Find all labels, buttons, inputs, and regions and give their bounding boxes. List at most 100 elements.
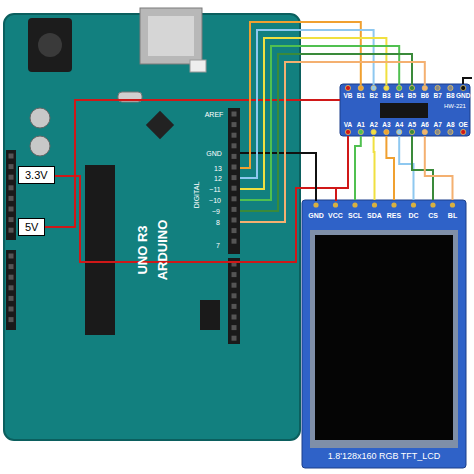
pin-label: A8	[446, 122, 454, 129]
header-hole	[9, 317, 14, 322]
pin-label: VB	[343, 93, 352, 100]
pin-pad	[345, 129, 350, 134]
header-hole	[232, 133, 237, 138]
signal-wire	[240, 62, 425, 222]
pin-label: DC	[408, 212, 418, 219]
header-holes	[9, 112, 237, 341]
pin-pad	[430, 202, 435, 207]
board-label: AREF	[205, 111, 224, 118]
header-hole	[9, 196, 14, 201]
module-label: HW-221	[444, 103, 466, 110]
board-label: 12	[214, 175, 222, 182]
capacitor	[30, 136, 50, 156]
header-hole	[232, 336, 237, 341]
capacitor	[30, 108, 50, 128]
voltage-box: 3.3V	[18, 166, 55, 184]
board-label: ARDUINO	[156, 220, 169, 281]
pin-pad	[371, 85, 376, 90]
pin-label: CS	[428, 212, 438, 219]
pin-pad	[461, 129, 466, 134]
header-hole	[232, 196, 237, 201]
wire-3v3	[40, 176, 336, 262]
signal-wire	[240, 38, 386, 189]
header-hole	[9, 217, 14, 222]
pin-pad	[345, 85, 350, 90]
pin-pad	[384, 129, 389, 134]
pin-label: B2	[369, 93, 377, 100]
header-hole	[9, 254, 14, 259]
pin-pad	[352, 202, 357, 207]
pin-label: A2	[369, 122, 377, 129]
signal-wire	[373, 136, 376, 200]
pin-pad	[411, 202, 416, 207]
header-hole	[9, 307, 14, 312]
pin-label: GND	[308, 212, 324, 219]
pin-pad	[371, 129, 376, 134]
header-hole	[232, 325, 237, 330]
lcd-screen	[315, 235, 453, 440]
pin-label: GND	[456, 93, 470, 100]
board-label: GND	[206, 150, 222, 157]
signal-wire	[240, 46, 399, 200]
voltage-label: 3.3V	[25, 169, 48, 181]
pin-pad	[409, 85, 414, 90]
header-hole	[232, 283, 237, 288]
header-hole	[232, 207, 237, 212]
board-label: 8	[216, 219, 220, 226]
screen-bezel	[310, 230, 458, 448]
voltage-label: 5V	[25, 221, 38, 233]
header-hole	[9, 296, 14, 301]
usb-chip	[146, 111, 174, 139]
shifter-chip	[380, 103, 428, 118]
pin-label: A7	[433, 122, 441, 129]
pin-pad	[358, 85, 363, 90]
pin-pad	[435, 85, 440, 90]
jack-hole	[38, 33, 62, 57]
icsp-header	[200, 300, 220, 330]
header-hole	[232, 186, 237, 191]
signal-wire	[412, 136, 433, 200]
pin-pad	[422, 129, 427, 134]
header-hole	[9, 275, 14, 280]
header-hole	[9, 175, 14, 180]
signal-wire	[355, 136, 361, 200]
pin-pad	[422, 85, 427, 90]
wires	[40, 22, 472, 262]
pin-label: B5	[408, 93, 416, 100]
usb-connector	[140, 8, 202, 64]
pin-pad	[435, 129, 440, 134]
pin-pad	[448, 85, 453, 90]
pin-pad	[448, 129, 453, 134]
header-hole	[232, 315, 237, 320]
pin-label: B3	[382, 93, 390, 100]
header-hole	[232, 122, 237, 127]
pin-label: VCC	[328, 212, 343, 219]
pin-label: B6	[421, 93, 429, 100]
header-hole	[9, 164, 14, 169]
tft-pcb	[302, 200, 466, 468]
header-hole	[9, 285, 14, 290]
board-label: ~10	[209, 197, 221, 204]
header-hole	[9, 264, 14, 269]
shifter-pcb	[340, 84, 470, 136]
header-hole	[232, 239, 237, 244]
pin-label: A6	[421, 122, 429, 129]
header-hole	[9, 207, 14, 212]
header-hole	[232, 112, 237, 117]
signal-wire	[240, 54, 412, 211]
pin-pad	[461, 85, 466, 90]
board-label: ~11	[209, 186, 220, 193]
header-hole	[232, 165, 237, 170]
signal-wire	[240, 30, 374, 178]
header-hole	[9, 185, 14, 190]
header-hole	[232, 293, 237, 298]
board-label: UNO R3	[136, 225, 149, 274]
level-shifter-board	[340, 84, 470, 136]
pin-pad	[397, 129, 402, 134]
header-hole	[232, 154, 237, 159]
header-hole	[232, 143, 237, 148]
microcontroller-chip	[85, 165, 115, 335]
wire-gnd-shifter	[463, 78, 472, 84]
pin-pad	[450, 202, 455, 207]
header-hole	[232, 218, 237, 223]
